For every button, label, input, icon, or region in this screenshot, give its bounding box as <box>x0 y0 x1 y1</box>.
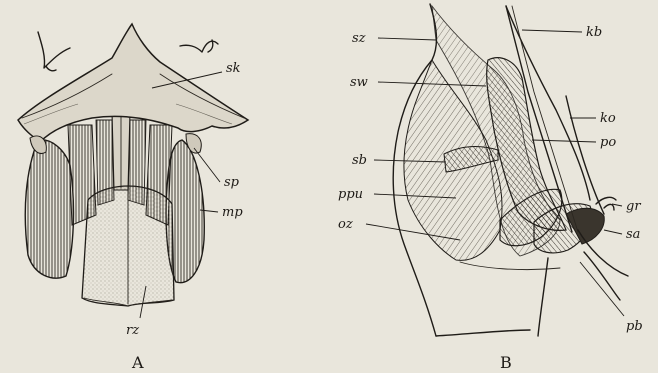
label-rz: rz <box>126 323 139 338</box>
label-po: po <box>600 135 616 150</box>
panel-a-drawing <box>18 24 248 306</box>
panel-caption-a: A <box>131 353 144 372</box>
panel-caption-b: B <box>500 353 512 372</box>
label-gr: gr <box>626 199 641 214</box>
label-kb: kb <box>586 25 602 40</box>
panel-b-drawing <box>393 4 628 336</box>
label-ppu: ppu <box>338 187 363 202</box>
label-sp: sp <box>224 175 240 190</box>
label-pb: pb <box>626 319 643 334</box>
label-mp: mp <box>222 205 243 220</box>
label-sz: sz <box>352 31 366 46</box>
label-sw: sw <box>350 75 368 90</box>
label-oz: oz <box>338 217 353 232</box>
label-sa: sa <box>626 227 640 242</box>
label-sb: sb <box>352 153 367 168</box>
label-ko: ko <box>600 111 616 126</box>
label-sk: sk <box>226 61 241 76</box>
